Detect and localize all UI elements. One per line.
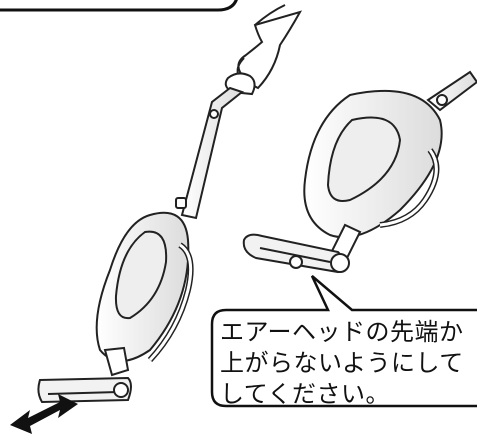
callout-line-3: してください。 — [220, 380, 391, 408]
pipe-right — [426, 70, 477, 112]
frame-corner — [0, 0, 238, 12]
hand-icon — [237, 4, 303, 90]
callout-line-2: 上がらないようにして — [220, 349, 464, 377]
motion-arrow-icon — [10, 394, 78, 434]
callout-text: エアーヘッドの先端か 上がらないようにして してください。 — [220, 317, 477, 410]
speech-bubble — [210, 275, 477, 408]
pipe — [180, 86, 245, 220]
callout-line-1: エアーヘッドの先端か — [220, 318, 464, 346]
right-vacuum — [242, 70, 477, 274]
left-vacuum — [37, 4, 303, 404]
